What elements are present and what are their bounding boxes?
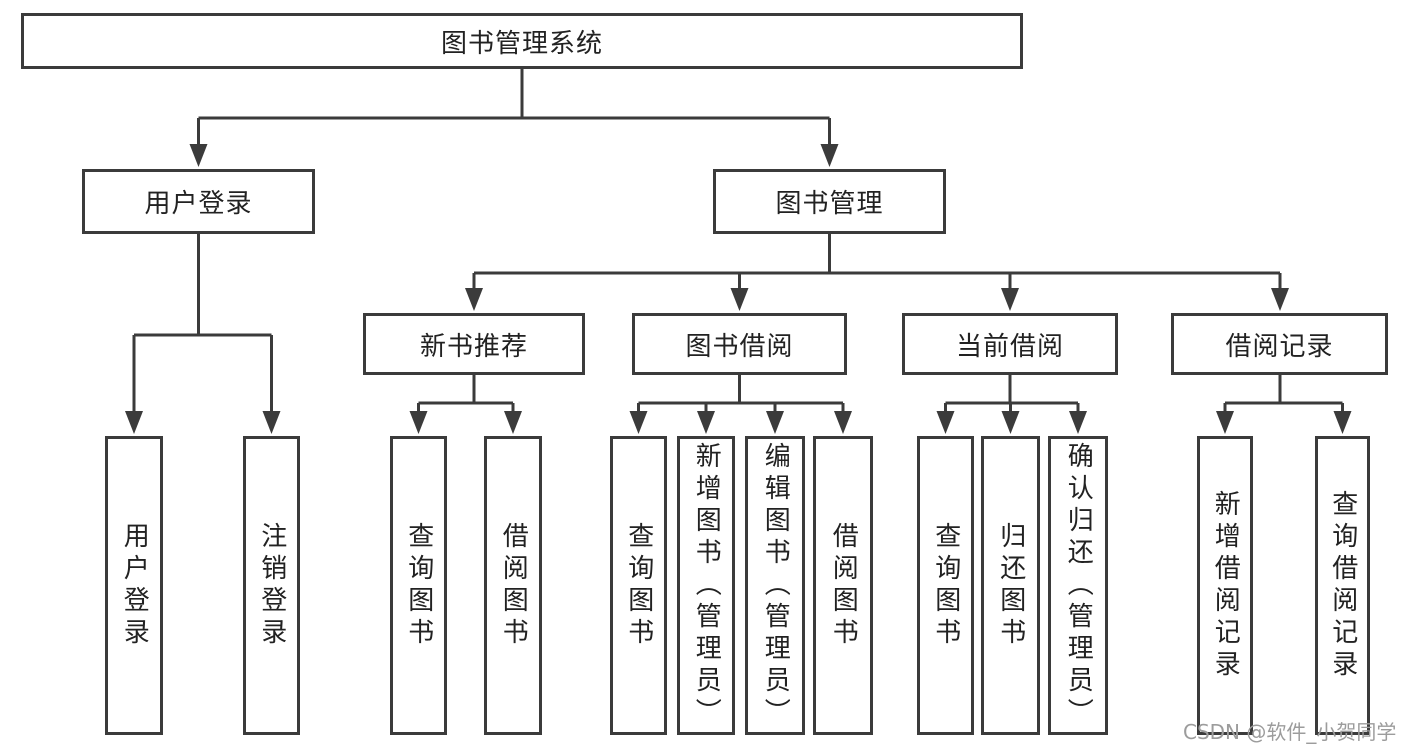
leaf-add-borrow-record: 新增借阅记录 xyxy=(1197,436,1253,735)
leaf-add-book-admin-label: 新增图书（管理员） xyxy=(691,441,722,730)
leaf-query-book-2-label: 查询图书 xyxy=(623,521,654,650)
csdn-watermark: CSDN @软件_小贺同学 xyxy=(1183,720,1397,744)
leaf-borrow-book-1-label: 借阅图书 xyxy=(498,521,529,650)
arrowheads xyxy=(125,144,1352,434)
leaf-query-book-1: 查询图书 xyxy=(390,436,447,735)
node-library-system-label: 图书管理系统 xyxy=(440,28,603,59)
leaf-user-login-label: 用户登录 xyxy=(119,521,150,650)
leaf-return-book-label: 归还图书 xyxy=(995,521,1026,650)
node-book-borrow: 图书借阅 xyxy=(632,313,847,375)
leaf-add-borrow-record-label: 新增借阅记录 xyxy=(1210,489,1241,682)
leaf-query-book-3: 查询图书 xyxy=(917,436,974,735)
leaf-confirm-return-admin: 确认归还（管理员） xyxy=(1048,436,1108,735)
node-library-system: 图书管理系统 xyxy=(21,13,1023,69)
node-borrow-records: 借阅记录 xyxy=(1171,313,1388,375)
leaf-query-book-3-label: 查询图书 xyxy=(930,521,961,650)
leaf-edit-book-admin: 编辑图书（管理员） xyxy=(745,436,805,735)
node-borrow-records-label: 借阅记录 xyxy=(1225,331,1334,362)
leaf-borrow-book-2-label: 借阅图书 xyxy=(828,521,859,650)
leaf-user-login: 用户登录 xyxy=(105,436,163,735)
node-new-book-recommend: 新书推荐 xyxy=(363,313,585,375)
leaf-borrow-book-1: 借阅图书 xyxy=(484,436,542,735)
node-book-management: 图书管理 xyxy=(713,169,946,234)
leaf-query-book-1-label: 查询图书 xyxy=(403,521,434,650)
node-current-borrow: 当前借阅 xyxy=(902,313,1118,375)
leaf-return-book: 归还图书 xyxy=(981,436,1040,735)
node-new-book-recommend-label: 新书推荐 xyxy=(419,331,528,362)
leaf-query-book-2: 查询图书 xyxy=(610,436,667,735)
leaf-edit-book-admin-label: 编辑图书（管理员） xyxy=(760,441,791,730)
node-book-borrow-label: 图书借阅 xyxy=(685,331,794,362)
leaf-borrow-book-2: 借阅图书 xyxy=(813,436,873,735)
node-user-login-label: 用户登录 xyxy=(144,189,253,219)
leaf-query-borrow-record-label: 查询借阅记录 xyxy=(1327,489,1358,682)
node-user-login: 用户登录 xyxy=(82,169,315,234)
leaf-logout-label: 注销登录 xyxy=(256,521,287,650)
leaf-add-book-admin: 新增图书（管理员） xyxy=(677,436,735,735)
node-current-borrow-label: 当前借阅 xyxy=(955,331,1064,362)
leaf-query-borrow-record: 查询借阅记录 xyxy=(1315,436,1370,735)
leaf-confirm-return-admin-label: 确认归还（管理员） xyxy=(1063,441,1094,730)
leaf-logout: 注销登录 xyxy=(243,436,300,735)
node-book-management-label: 图书管理 xyxy=(775,189,884,219)
